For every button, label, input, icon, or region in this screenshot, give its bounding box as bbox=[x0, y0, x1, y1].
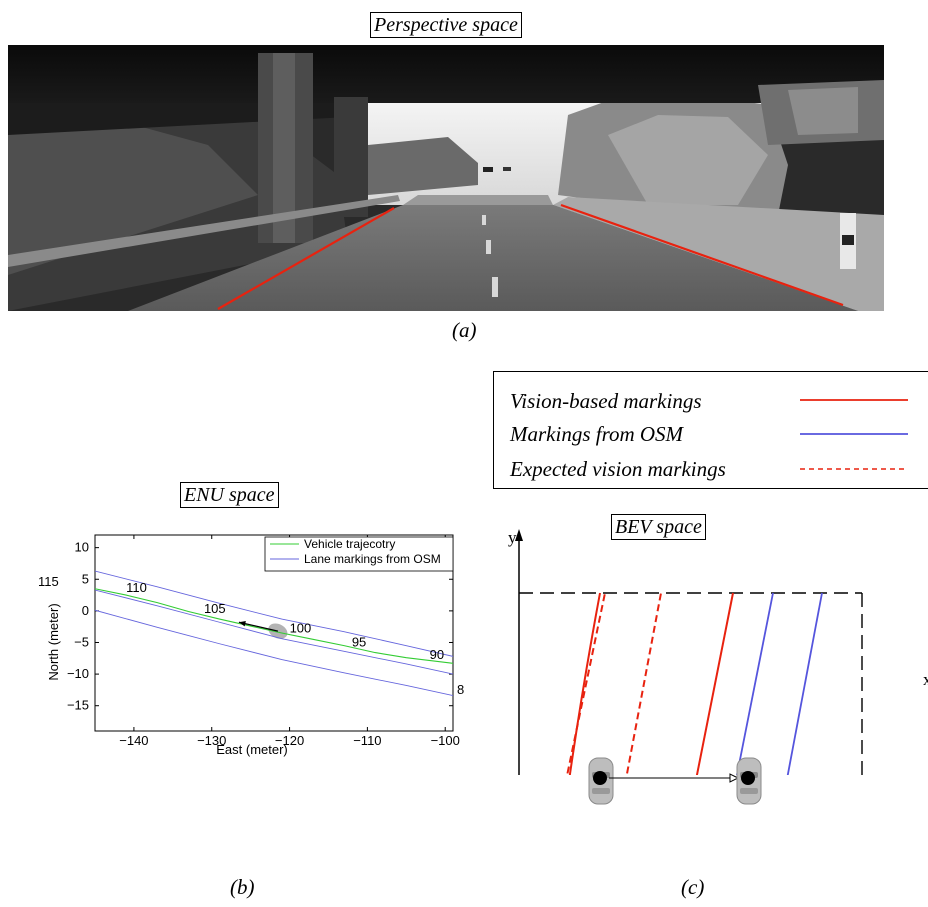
caption-b: (b) bbox=[230, 875, 255, 899]
caption-a: (a) bbox=[452, 318, 477, 342]
bev-diagram: y x bbox=[508, 528, 928, 775]
enu-trajectory-annotation: 90 bbox=[430, 647, 444, 662]
enu-space-title: ENU space bbox=[180, 482, 279, 508]
enu-vehicle-trajectory-line bbox=[95, 588, 453, 664]
legend-vision-label: Vision-based markings bbox=[510, 389, 702, 413]
enu-plot-frame bbox=[94, 534, 454, 732]
enu-x-tick-label: −130 bbox=[197, 733, 226, 748]
enu-x-tick-label: −140 bbox=[119, 733, 148, 748]
enu-y-tick-label: −15 bbox=[67, 698, 89, 713]
enu-osm-lane-line bbox=[95, 589, 453, 675]
bev-legend-swatches bbox=[800, 399, 908, 470]
bev-x-label: x bbox=[923, 670, 928, 689]
enu-chart: −140−130−120−110−1001050−5−10−1511010510… bbox=[46, 534, 460, 757]
enu-y-tick-label: 10 bbox=[75, 540, 89, 555]
enu-x-tick-label: −110 bbox=[353, 733, 381, 748]
bev-osm-marking-left bbox=[736, 592, 774, 775]
enu-y-tick-label: 5 bbox=[82, 571, 89, 586]
car-start-icon bbox=[588, 757, 614, 805]
enu-heading-arrow bbox=[238, 621, 279, 632]
bev-space-title: BEV space bbox=[611, 514, 706, 540]
enu-trajectory-annotation: 95 bbox=[352, 634, 366, 649]
enu-trajectory-annotation: 105 bbox=[204, 601, 226, 616]
bev-car-shift bbox=[588, 757, 762, 805]
enu-y-tick-label: −10 bbox=[67, 666, 89, 681]
bev-vision-marking-left bbox=[568, 592, 601, 775]
car-shift-arrowhead bbox=[729, 773, 740, 783]
bev-legend-box: Vision-based markings Markings from OSM … bbox=[493, 371, 928, 489]
enu-side-label-right: 8 bbox=[457, 682, 465, 697]
bev-y-arrowhead bbox=[515, 529, 523, 541]
enu-x-tick-label: −100 bbox=[431, 733, 460, 748]
left-lane-marking-line bbox=[217, 207, 395, 310]
right-lane-marking-line bbox=[560, 203, 844, 307]
enu-y-tick-label: 0 bbox=[82, 603, 89, 618]
enu-trajectory-annotation: 110 bbox=[126, 580, 147, 595]
caption-c: (c) bbox=[681, 875, 705, 899]
enu-osm-lane-line bbox=[95, 609, 453, 697]
enu-legend-label: Vehicle trajecotry bbox=[304, 537, 395, 551]
bev-vision-marking-right bbox=[695, 592, 734, 775]
enu-osm-lane-line bbox=[95, 570, 453, 657]
enu-x-tick-label: −120 bbox=[275, 733, 304, 748]
enu-heading-arrowhead bbox=[238, 621, 246, 627]
bev-expected-marking-right bbox=[625, 592, 662, 775]
legend-expected-label: Expected vision markings bbox=[510, 457, 726, 481]
enu-trajectory-annotation: 100 bbox=[290, 620, 312, 635]
bev-expected-marking-left bbox=[566, 592, 606, 775]
legend-osm-label: Markings from OSM bbox=[510, 422, 684, 446]
bev-y-label: y bbox=[508, 528, 517, 547]
enu-side-label-left: 115 bbox=[38, 574, 59, 589]
car-end-icon bbox=[736, 757, 762, 805]
enu-y-axis-label: North (meter) bbox=[46, 603, 61, 680]
perspective-road-image bbox=[8, 45, 884, 311]
enu-x-axis-label: East (meter) bbox=[216, 742, 288, 757]
enu-y-tick-label: −5 bbox=[74, 634, 89, 649]
enu-legend-box bbox=[264, 536, 454, 572]
enu-series-group bbox=[95, 570, 453, 697]
perspective-space-title: Perspective space bbox=[370, 12, 522, 38]
bev-osm-marking-right bbox=[786, 592, 823, 775]
enu-legend-label: Lane markings from OSM bbox=[304, 552, 441, 566]
